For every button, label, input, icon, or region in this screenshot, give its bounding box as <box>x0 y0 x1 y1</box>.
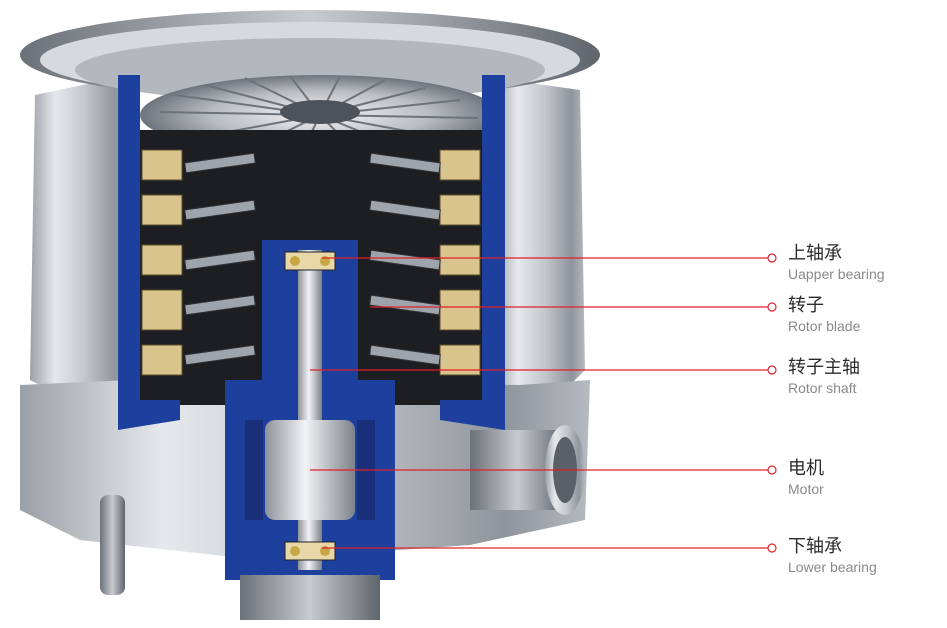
housing-blue-wall-left <box>118 75 180 430</box>
callout-rotor-shaft: 转子主轴 Rotor shaft <box>788 357 860 397</box>
leader-lines <box>310 253 777 553</box>
callout-rotor-blade-zh: 转子 <box>788 295 824 316</box>
leader-dot-rotor-shaft <box>767 365 777 375</box>
callout-lower-bearing-zh: 下轴承 <box>788 536 842 557</box>
bottom-stub <box>240 575 380 620</box>
callout-upper-bearing-zh: 上轴承 <box>788 243 842 264</box>
callout-motor-zh: 电机 <box>788 458 824 479</box>
callout-rotor-blade-en: Rotor blade <box>788 318 861 334</box>
leader-dot-lower-bearing <box>767 543 777 553</box>
callout-rotor-blade: 转子 Rotor blade <box>788 295 860 335</box>
callout-rotor-shaft-en: Rotor shaft <box>788 380 857 396</box>
leader-dot-upper-bearing <box>767 253 777 263</box>
upper-bearing <box>284 251 336 271</box>
stator-stack-left <box>141 149 183 376</box>
callout-motor-en: Motor <box>788 481 824 497</box>
leader-dot-motor <box>767 465 777 475</box>
leader-dot-rotor-blade <box>767 302 777 312</box>
callout-motor: 电机 Motor <box>788 458 824 498</box>
housing-right-shell <box>495 78 585 400</box>
rotor-blades <box>184 152 441 366</box>
rotor-shaft <box>298 250 322 570</box>
callout-lower-bearing: 下轴承 Lower bearing <box>788 536 877 576</box>
callout-lower-bearing-en: Lower bearing <box>788 559 877 575</box>
callout-upper-bearing: 上轴承 Uapper bearing <box>788 243 885 283</box>
callout-rotor-shaft-zh: 转子主轴 <box>788 357 860 378</box>
lower-bearing <box>284 541 336 561</box>
callout-upper-bearing-en: Uapper bearing <box>788 266 885 282</box>
housing-left-shell <box>30 75 130 395</box>
housing-blue-wall-right <box>440 75 505 430</box>
